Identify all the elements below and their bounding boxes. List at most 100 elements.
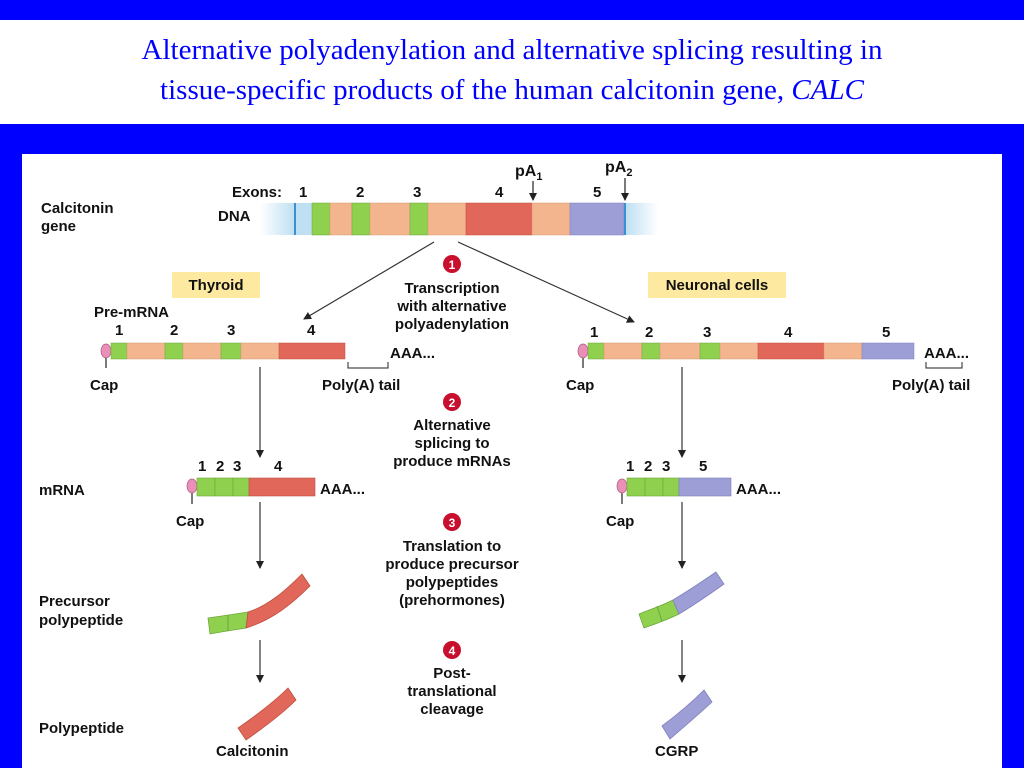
svg-text:4: 4 xyxy=(449,644,456,658)
premrna-right-polya: Poly(A) tail xyxy=(892,377,970,394)
neuronal-tag xyxy=(648,272,786,298)
cgrp-shape xyxy=(661,689,713,740)
arrow-to-neuronal xyxy=(457,241,635,323)
svg-text:polyadenylation: polyadenylation xyxy=(395,316,509,333)
gene-exon-num-2: 2 xyxy=(356,184,364,201)
step-3: 3 Translation to produce precursor polyp… xyxy=(385,513,519,609)
svg-text:cleavage: cleavage xyxy=(420,701,483,718)
mrna-right-num-2: 2 xyxy=(644,458,652,475)
mrna-right-cap: Cap xyxy=(606,513,634,530)
pa1-label: pA1 xyxy=(515,163,542,183)
cap-icon xyxy=(616,478,628,494)
pa1-marker: pA1 xyxy=(515,163,542,201)
svg-text:splicing to: splicing to xyxy=(415,435,490,452)
calcitonin-label: Calcitonin xyxy=(216,743,289,760)
mrna-label: mRNA xyxy=(39,482,85,499)
premrna-left-bar xyxy=(100,342,346,368)
premrna-right-cap: Cap xyxy=(566,377,594,394)
mrna-right-num-3: 3 xyxy=(662,458,670,475)
premrna-left-num-1: 1 xyxy=(115,322,123,339)
premrna-right-num-4: 4 xyxy=(784,324,793,341)
svg-text:produce precursor: produce precursor xyxy=(385,556,519,573)
step-4: 4 Post- translational cleavage xyxy=(407,641,497,718)
title-line-2: tissue-specific products of the human ca… xyxy=(0,70,1024,110)
dna-exon-3 xyxy=(409,202,429,236)
mrna-left-bar xyxy=(186,477,316,504)
dna-exon-2 xyxy=(351,202,371,236)
svg-text:with alternative: with alternative xyxy=(396,298,506,315)
svg-text:3: 3 xyxy=(449,516,456,530)
gene-exon-num-3: 3 xyxy=(413,184,421,201)
polya-bracket-left xyxy=(347,362,389,369)
pa2-marker: pA2 xyxy=(605,159,632,201)
gene-exon-num-5: 5 xyxy=(593,184,601,201)
precursor-label-1: Precursor xyxy=(39,593,110,610)
pa2-label: pA2 xyxy=(605,159,632,179)
gene-label-1: Calcitonin xyxy=(41,200,114,217)
premrna-right-num-3: 3 xyxy=(703,324,711,341)
gene-exon-num-4: 4 xyxy=(495,184,504,201)
mrna-right-num-1: 1 xyxy=(626,458,634,475)
svg-text:Alternative: Alternative xyxy=(413,417,491,434)
svg-text:translational: translational xyxy=(407,683,496,700)
mrna-right-bar xyxy=(616,477,732,504)
mrna-right-aaa: AAA... xyxy=(736,481,781,498)
dna-bar xyxy=(260,202,658,236)
premrna-left-aaa: AAA... xyxy=(390,345,435,362)
svg-text:Transcription: Transcription xyxy=(404,280,499,297)
premrna-right-bar xyxy=(577,342,915,368)
neuronal-label: Neuronal cells xyxy=(666,277,769,294)
title-line-1: Alternative polyadenylation and alternat… xyxy=(141,34,883,66)
mrna-left-num-4: 4 xyxy=(274,458,283,475)
mrna-left-num-3: 3 xyxy=(233,458,241,475)
mrna-right-num-4: 5 xyxy=(699,458,707,475)
cgrp-label: CGRP xyxy=(655,743,698,760)
arrow-to-thyroid xyxy=(303,241,435,320)
svg-text:(prehormones): (prehormones) xyxy=(399,592,505,609)
exons-label: Exons: xyxy=(232,184,282,201)
svg-text:polypeptides: polypeptides xyxy=(406,574,499,591)
premrna-left-cap: Cap xyxy=(90,377,118,394)
precursor-left xyxy=(207,573,311,635)
premrna-left-num-2: 2 xyxy=(170,322,178,339)
cap-icon xyxy=(186,478,198,494)
title-line-2-text: tissue-specific products of the human ca… xyxy=(160,74,792,106)
thyroid-tag xyxy=(172,272,260,298)
dna-exon-4 xyxy=(465,202,533,236)
thyroid-label: Thyroid xyxy=(189,277,244,294)
premrna-left-polya: Poly(A) tail xyxy=(322,377,400,394)
precursor-right xyxy=(638,571,725,629)
slide-title: Alternative polyadenylation and alternat… xyxy=(0,20,1024,124)
premrna-right-aaa: AAA... xyxy=(924,345,969,362)
premrna-right-num-5: 5 xyxy=(882,324,890,341)
dna-exon-5 xyxy=(569,202,625,236)
cap-icon xyxy=(100,343,112,359)
premrna-label: Pre-mRNA xyxy=(94,304,169,321)
premrna-left-num-3: 3 xyxy=(227,322,235,339)
precursor-label-2: polypeptide xyxy=(39,612,123,629)
svg-text:Translation to: Translation to xyxy=(403,538,501,555)
premrna-right-num-1: 1 xyxy=(590,324,598,341)
gene-exon-num-1: 1 xyxy=(299,184,307,201)
mrna-left-num-2: 2 xyxy=(216,458,224,475)
mrna-left-cap: Cap xyxy=(176,513,204,530)
polypeptide-label: Polypeptide xyxy=(39,720,124,737)
svg-text:produce mRNAs: produce mRNAs xyxy=(393,453,511,470)
polya-bracket-right xyxy=(925,362,963,369)
premrna-right-num-2: 2 xyxy=(645,324,653,341)
svg-text:1: 1 xyxy=(449,258,456,272)
mrna-left-num-1: 1 xyxy=(198,458,206,475)
cap-icon xyxy=(577,343,589,359)
calcitonin-diagram: Calcitonin gene DNA Exons: 1 2 3 4 5 pA1… xyxy=(39,159,970,760)
dna-exon-1 xyxy=(311,202,331,236)
step-1: 1 Transcription with alternative polyade… xyxy=(395,255,509,333)
calcitonin-shape xyxy=(237,687,297,741)
gene-name: CALC xyxy=(791,74,864,106)
dna-label: DNA xyxy=(218,208,251,225)
step-2: 2 Alternative splicing to produce mRNAs xyxy=(393,393,511,470)
svg-text:Post-: Post- xyxy=(433,665,471,682)
gene-label-2: gene xyxy=(41,218,76,235)
premrna-left-num-4: 4 xyxy=(307,322,316,339)
svg-text:2: 2 xyxy=(449,396,456,410)
dna-intron-5prime xyxy=(294,203,312,235)
